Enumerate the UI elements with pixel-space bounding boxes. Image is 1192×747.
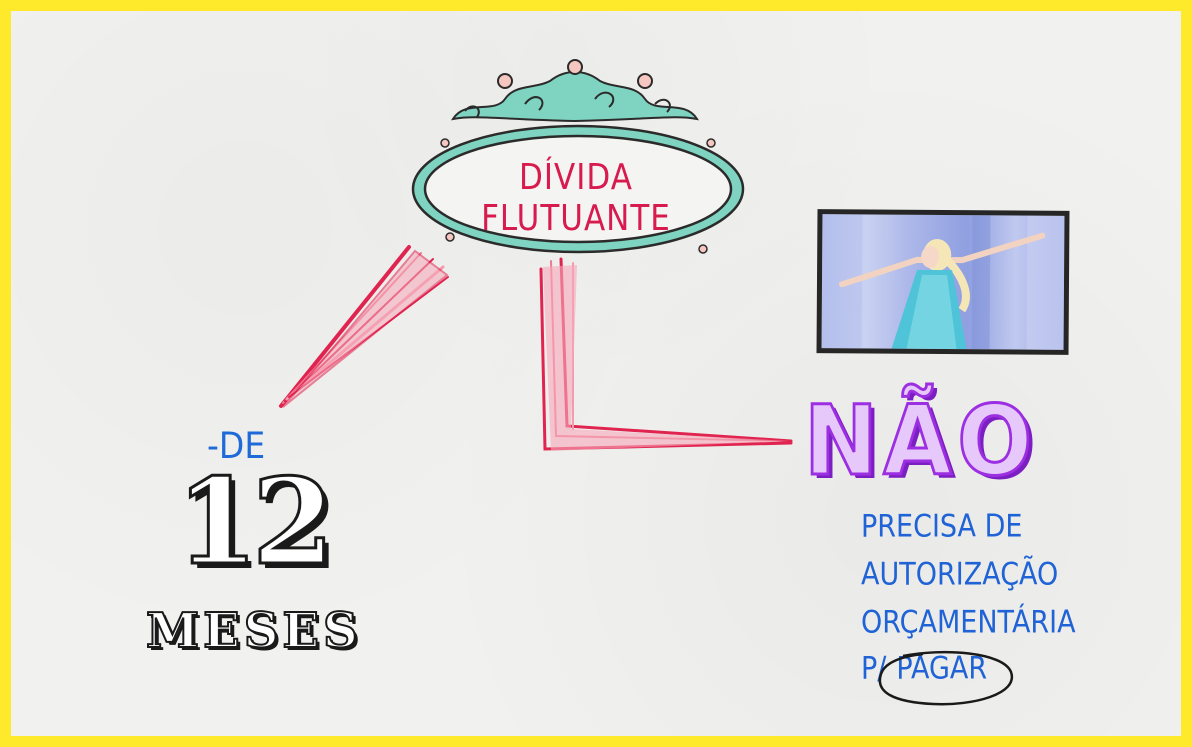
title: DÍVIDA FLUTUANTE (481, 156, 671, 240)
months-label: MESES (145, 602, 362, 660)
elsa-frozen-photo (816, 209, 1070, 355)
pay-word: PAGAR (896, 651, 988, 687)
elsa-figure-icon (821, 214, 1065, 350)
note-line-2: AUTORIZAÇÃO (861, 557, 1059, 593)
title-frame (411, 59, 745, 254)
note-line-3: ORÇAMENTÁRIA (861, 605, 1076, 641)
circle-highlight (878, 650, 1014, 706)
less-than-label: -DE (207, 424, 266, 467)
no-heading: NÃO (803, 384, 1038, 499)
twelve-number: 12 (174, 452, 335, 591)
note-line-4: P/PAGAR (861, 651, 987, 687)
crown-ornament-icon (451, 59, 699, 123)
note-line-1: PRECISA DE (861, 509, 1023, 545)
connector-lines (279, 245, 793, 451)
note-prefix: P/ (861, 651, 887, 687)
right-connector (539, 257, 793, 451)
left-connector (279, 245, 449, 408)
